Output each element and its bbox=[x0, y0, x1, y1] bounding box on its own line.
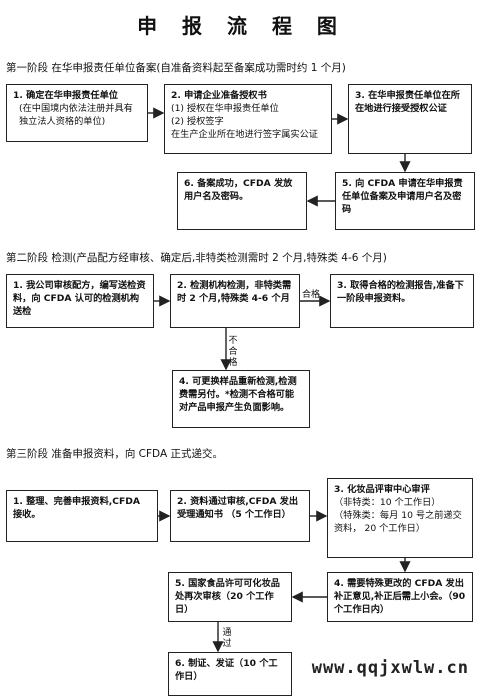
stage3-box-1: 1. 整理、完善申报资料,CFDA 接收。 bbox=[6, 490, 158, 542]
label-fail-2: 合 bbox=[228, 347, 238, 357]
stage3-box-5-text: 5. 国家食品许可可化妆品处再次审核（20 个工作日） bbox=[175, 578, 280, 615]
stage-1-heading: 第一阶段 在华申报责任单位备案(自准备资料起至备案成功需时约 1 个月) bbox=[6, 62, 346, 74]
stage3-box-4-text: 4. 需要特殊更改的 CFDA 发出补正意见,补正后需上小会。（90 个工作日内… bbox=[334, 578, 466, 615]
label-pass: 合格 bbox=[302, 290, 321, 300]
stage2-box-1-text: 1. 我公司审核配方，编写送检资料，向 CFDA 认可的检测机构送检 bbox=[13, 280, 146, 317]
stage3-box-3-line1: 3. 化妆品评审中心审评 bbox=[334, 484, 430, 495]
stage3-box-3: 3. 化妆品评审中心审评 （非特类：10 个工作日） （特殊类：每月 10 号之… bbox=[327, 478, 473, 558]
stage3-box-2-text: 2. 资料通过审核,CFDA 发出受理通知书 （5 个工作日） bbox=[177, 496, 299, 520]
label-fail-3: 格 bbox=[228, 358, 238, 368]
stage1-box-1: 1. 确定在华申报责任单位 (在中国境内依法注册并具有独立法人资格的单位) bbox=[6, 84, 148, 142]
stage1-box-3: 3. 在华申报责任单位在所在地进行接受授权公证 bbox=[348, 84, 472, 154]
stage3-box-6: 6. 制证、发证（10 个工作日） bbox=[168, 652, 292, 696]
stage2-box-3-text: 3. 取得合格的检测报告,准备下一阶段申报资料。 bbox=[337, 280, 464, 304]
page-title: 申 报 流 程 图 bbox=[137, 14, 346, 38]
stage2-box-3: 3. 取得合格的检测报告,准备下一阶段申报资料。 bbox=[330, 274, 474, 328]
stage3-box-2: 2. 资料通过审核,CFDA 发出受理通知书 （5 个工作日） bbox=[170, 490, 310, 542]
stage1-box-2-title: 2. 申请企业准备授权书 bbox=[171, 90, 267, 101]
stage-3-heading: 第三阶段 准备申报资料，向 CFDA 正式递交。 bbox=[6, 448, 223, 460]
label-fail-1: 不 bbox=[228, 336, 238, 346]
stage1-box-2-line3: 在生产企业所在地进行签字属实公证 bbox=[171, 129, 318, 140]
stage1-box-2-line2: (2) 授权签字 bbox=[171, 116, 224, 127]
stage1-box-1-note: (在中国境内依法注册并具有独立法人资格的单位) bbox=[19, 103, 133, 127]
stage1-box-2: 2. 申请企业准备授权书 (1) 授权在华申报责任单位 (2) 授权签字 在生产… bbox=[164, 84, 332, 154]
stage2-box-4-text: 4. 可更换样品重新检测,检测费需另付。*检测不合格可能对产品申报产生负面影响。 bbox=[179, 376, 297, 413]
stage3-box-3-line2: （非特类：10 个工作日） bbox=[334, 497, 441, 508]
stage1-box-1-title: 1. 确定在华申报责任单位 bbox=[13, 90, 118, 101]
stage1-box-5: 5. 向 CFDA 申请在华申报责任单位备案及申请用户名及密码 bbox=[335, 172, 475, 230]
stage2-box-1: 1. 我公司审核配方，编写送检资料，向 CFDA 认可的检测机构送检 bbox=[6, 274, 154, 328]
stage3-box-1-text: 1. 整理、完善申报资料,CFDA 接收。 bbox=[13, 496, 141, 520]
stage1-box-3-text: 3. 在华申报责任单位在所在地进行接受授权公证 bbox=[355, 90, 460, 114]
stage2-box-4: 4. 可更换样品重新检测,检测费需另付。*检测不合格可能对产品申报产生负面影响。 bbox=[172, 370, 310, 428]
stage1-box-5-text: 5. 向 CFDA 申请在华申报责任单位备案及申请用户名及密码 bbox=[342, 178, 463, 215]
stage3-box-5: 5. 国家食品许可可化妆品处再次审核（20 个工作日） bbox=[168, 572, 292, 622]
stage2-box-2-text: 2. 检测机构检测，非特类需时 2 个月,特殊类 4-6 个月 bbox=[177, 280, 292, 304]
watermark: www.qqjxwlw.cn bbox=[311, 658, 469, 678]
stage1-box-2-line1: (1) 授权在华申报责任单位 bbox=[171, 103, 279, 114]
stage3-box-3-line3: （特殊类：每月 10 号之前递交资料， 20 个工作日） bbox=[334, 510, 462, 534]
label-pass-3-2: 过 bbox=[222, 639, 232, 649]
stage3-box-6-text: 6. 制证、发证（10 个工作日） bbox=[175, 658, 278, 682]
stage-2-heading: 第二阶段 检测(产品配方经审核、确定后,非特类检测需时 2 个月,特殊类 4-6… bbox=[6, 252, 387, 264]
stage3-box-4: 4. 需要特殊更改的 CFDA 发出补正意见,补正后需上小会。（90 个工作日内… bbox=[327, 572, 473, 622]
stage1-box-6-text: 6. 备案成功，CFDA 发放用户名及密码。 bbox=[184, 178, 293, 202]
stage1-box-6: 6. 备案成功，CFDA 发放用户名及密码。 bbox=[177, 172, 307, 230]
label-pass-3-1: 通 bbox=[222, 628, 232, 638]
stage2-box-2: 2. 检测机构检测，非特类需时 2 个月,特殊类 4-6 个月 bbox=[170, 274, 300, 328]
